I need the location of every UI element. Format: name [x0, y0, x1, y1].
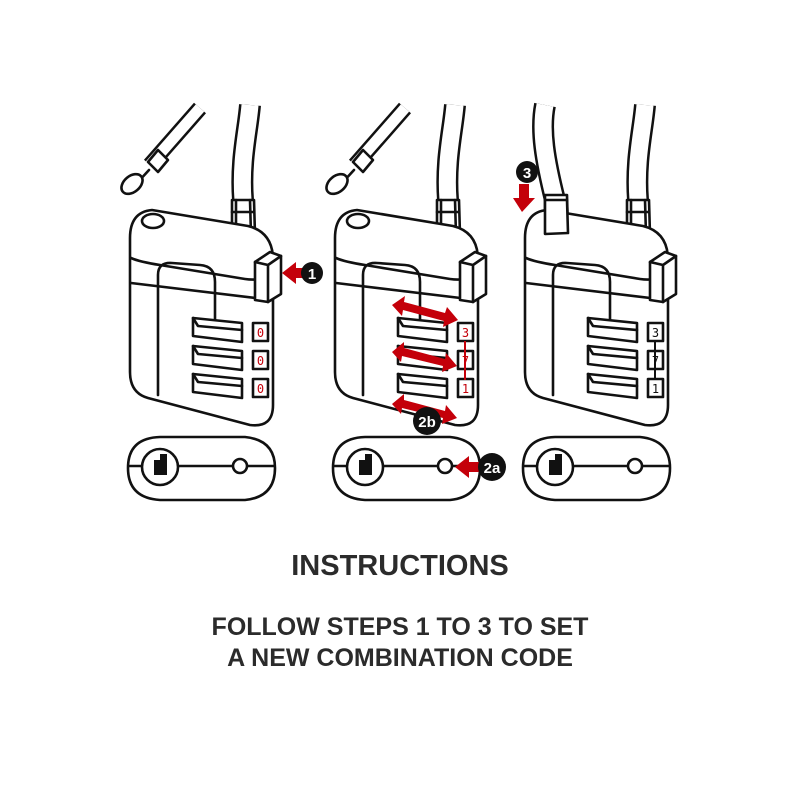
instructions-title: INSTRUCTIONS: [291, 550, 509, 582]
dial-digit: 1: [652, 382, 659, 396]
step-badge: [516, 161, 538, 183]
subtitle-line-1: FOLLOW STEPS 1 TO 3 TO SET: [211, 613, 589, 641]
cable-pin: [118, 108, 200, 198]
step-badge: [413, 407, 441, 435]
dial-digit: 1: [462, 382, 469, 396]
step-badge: [478, 453, 506, 481]
dial-digit: 0: [257, 382, 264, 396]
arrow-down-icon: [513, 184, 535, 212]
lock-bottom-plate: [126, 435, 277, 502]
instructions-subtitle: FOLLOW STEPS 1 TO 3 TO SET A NEW COMBINA…: [0, 612, 800, 674]
step-1-lock: 0 0 0 1: [118, 105, 323, 502]
lock-bottom-plate: [521, 435, 672, 502]
step-2-lock: 3 7 1 2b 2a: [323, 105, 506, 502]
dial-digit: 0: [257, 326, 264, 340]
dial-digit: 3: [462, 326, 469, 340]
step-badge-label: 2b: [418, 414, 436, 431]
dial-digit: 0: [257, 354, 264, 368]
arrow-left-icon: [282, 262, 306, 284]
step-badge-label: 1: [308, 266, 316, 283]
cable-pin: [323, 108, 405, 198]
arrow-left-icon: [455, 456, 483, 478]
dial-digit: 7: [652, 354, 659, 368]
dial-digit: 7: [462, 354, 469, 368]
step-badge-label: 2a: [484, 460, 501, 477]
step-3-lock: 3 7 1 3: [513, 105, 676, 502]
dial-digit: 3: [652, 326, 659, 340]
subtitle-line-2: A NEW COMBINATION CODE: [227, 644, 573, 672]
step-badge-label: 3: [523, 165, 531, 182]
step-badge: [301, 262, 323, 284]
